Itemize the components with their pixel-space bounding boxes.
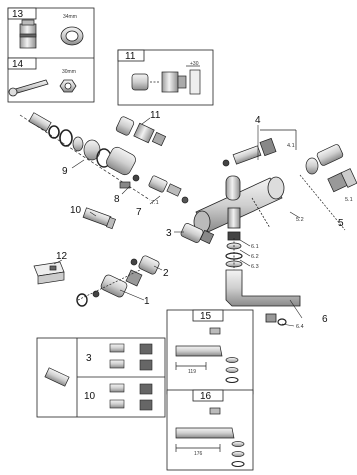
callout-8: 8 bbox=[114, 194, 120, 205]
callout-5-2: 5.2 bbox=[296, 217, 304, 223]
box-16-label: 16 bbox=[200, 391, 212, 402]
callout-6-3: 6.3 bbox=[251, 264, 259, 270]
callout-11: 11 bbox=[150, 110, 161, 121]
kit-filter-illustration bbox=[44, 367, 70, 387]
callout-2: 2 bbox=[163, 268, 169, 279]
callout-6-4: 6.4 bbox=[296, 324, 304, 330]
callout-9: 9 bbox=[62, 166, 68, 177]
box-15-dimension: 119 bbox=[188, 369, 196, 375]
spout-176-illustration bbox=[175, 407, 245, 468]
part-5-handles bbox=[299, 144, 357, 231]
callout-6: 6 bbox=[322, 314, 328, 325]
kit-row-3-parts bbox=[109, 343, 153, 371]
kit-row-10-parts bbox=[109, 383, 153, 411]
part-9-valve-stack bbox=[19, 112, 151, 201]
box-13-dimension: 34mm bbox=[63, 14, 77, 20]
mixer-body bbox=[193, 175, 285, 234]
callout-1: 1 bbox=[144, 296, 150, 307]
box-14-label: 14 bbox=[12, 59, 24, 70]
callout-4: 4 bbox=[255, 115, 261, 126]
kit-row-3-label: 3 bbox=[86, 353, 92, 364]
box-15-label: 15 bbox=[200, 311, 212, 322]
spout-119-illustration bbox=[175, 327, 239, 384]
part-11-extension bbox=[115, 116, 167, 147]
callout-3: 3 bbox=[166, 228, 172, 239]
part-10-filter bbox=[82, 207, 116, 230]
callout-5-1: 5.1 bbox=[345, 197, 353, 203]
box-11-label: 11 bbox=[125, 51, 136, 62]
part-3-connector bbox=[180, 223, 215, 245]
callout-6-2: 6.2 bbox=[251, 254, 259, 260]
leader-lines bbox=[53, 117, 303, 327]
wrench-tool-illustration bbox=[8, 79, 49, 97]
callout-12: 12 bbox=[56, 251, 68, 262]
callout-7: 7 bbox=[136, 207, 142, 218]
part-8-screw bbox=[119, 174, 140, 189]
kit-row-10-label: 10 bbox=[84, 391, 96, 402]
part-12-block bbox=[33, 261, 65, 285]
part-2-nut bbox=[130, 255, 160, 275]
extension-piece-illustration bbox=[131, 65, 201, 95]
hex-nut-illustration bbox=[59, 79, 77, 93]
part-6-spout bbox=[225, 231, 301, 326]
part-7-coupling bbox=[148, 175, 189, 204]
callout-7-1: 7.1 bbox=[151, 200, 159, 206]
box-11-dimension: +30 bbox=[190, 61, 199, 67]
ring-nut-illustration bbox=[60, 26, 84, 46]
callout-10: 10 bbox=[70, 205, 82, 216]
part-4-1-thermostatic-cartridge bbox=[222, 129, 297, 167]
callout-4-1: 4.1 bbox=[287, 143, 295, 149]
part-1-s-union bbox=[76, 269, 143, 307]
box-16-dimension: 176 bbox=[194, 451, 203, 457]
callout-6-1: 6.1 bbox=[251, 244, 259, 250]
box-13-label: 13 bbox=[12, 9, 24, 20]
cartridge-illustration bbox=[19, 19, 37, 49]
box-14-dimension: 30mm bbox=[62, 69, 76, 75]
callout-5: 5 bbox=[338, 218, 344, 229]
